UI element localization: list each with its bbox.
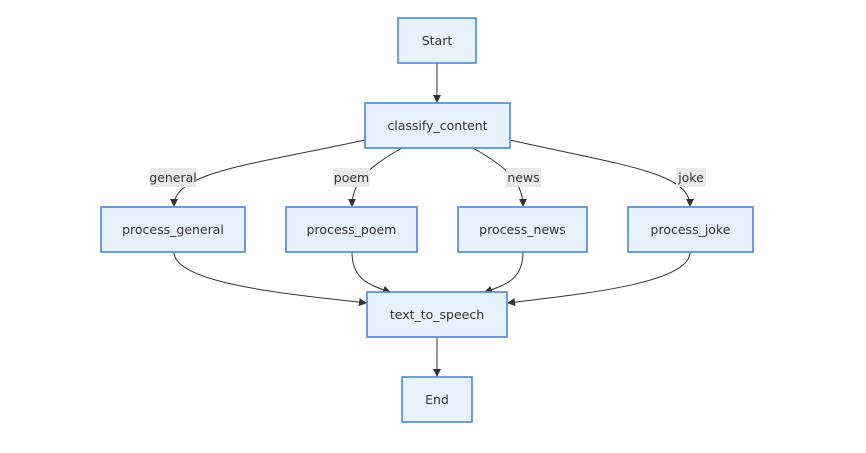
edge-poem-to-tts [351, 251, 391, 294]
edge-classify-to-general [170, 139, 366, 207]
node-end-label: End [425, 392, 449, 407]
node-process-joke-label: process_joke [651, 222, 731, 237]
node-start[interactable]: Start [397, 17, 477, 64]
edge-label-news: news [506, 168, 541, 187]
node-process-general-label: process_general [122, 222, 224, 237]
node-process-poem-label: process_poem [307, 222, 397, 237]
node-process-news[interactable]: process_news [457, 206, 588, 253]
edge-classify-to-joke [509, 139, 694, 207]
node-classify-content-label: classify_content [387, 118, 487, 133]
edge-general-to-tts [173, 251, 367, 307]
node-end[interactable]: End [401, 376, 473, 423]
edges [170, 63, 694, 377]
node-process-general[interactable]: process_general [100, 206, 246, 253]
node-process-poem[interactable]: process_poem [285, 206, 418, 253]
node-text-to-speech[interactable]: text_to_speech [366, 291, 508, 338]
edge-label-news-text: news [507, 170, 539, 185]
edge-news-to-tts [484, 251, 524, 294]
node-text-to-speech-label: text_to_speech [390, 307, 484, 322]
edge-label-joke: joke [676, 168, 706, 187]
edge-label-general-text: general [149, 170, 197, 185]
edge-label-joke-text: joke [677, 170, 704, 185]
edge-label-poem-text: poem [334, 170, 369, 185]
node-classify-content[interactable]: classify_content [364, 102, 511, 149]
edge-joke-to-tts [507, 251, 691, 307]
node-process-joke[interactable]: process_joke [627, 206, 754, 253]
edge-label-general: general [149, 168, 197, 187]
node-process-news-label: process_news [479, 222, 566, 237]
node-start-label: Start [422, 33, 453, 48]
edge-label-poem: poem [333, 168, 370, 187]
